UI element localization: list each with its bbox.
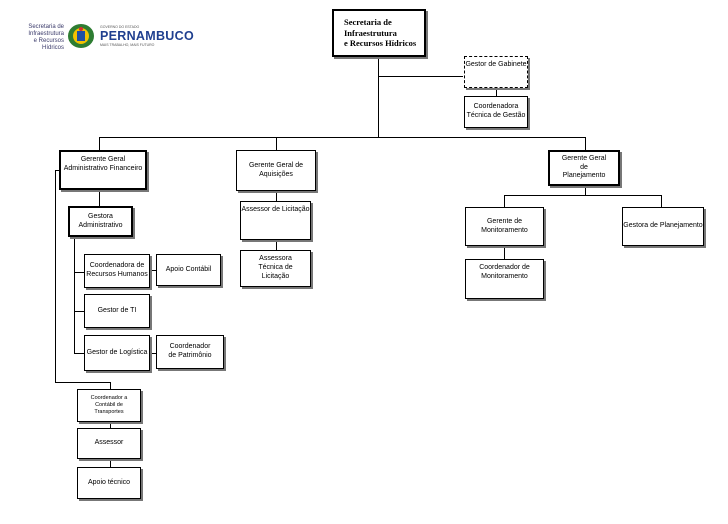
sirh-logo: Secretaria de Infraestrutura e Recursos …	[14, 24, 64, 52]
connector	[55, 170, 56, 382]
connector	[110, 459, 111, 467]
node-coord-tecnica-gestao: Coordenadora Técnica de Gestão	[464, 96, 528, 128]
node-label: Coordenador	[169, 343, 211, 351]
logo-brand-text: PERNAMBUCO	[100, 29, 194, 43]
connector	[110, 382, 111, 389]
node-label: de	[580, 163, 588, 171]
node-assessor: Assessor	[77, 428, 141, 459]
node-label: Técnica de	[258, 264, 293, 272]
node-assessor-licitacao: Assessor de Licitação	[240, 201, 311, 240]
connector	[276, 191, 277, 201]
connector	[150, 353, 156, 354]
node-label: Coordenador a	[90, 395, 128, 402]
node-apoio-contabil: Apoio Contábil	[156, 254, 221, 286]
node-gestor-ti: Gestor de TI	[84, 294, 150, 328]
connector	[585, 137, 586, 150]
node-gerente-monitoramento: Gerente de Monitoramento	[465, 207, 544, 246]
connector	[150, 270, 156, 271]
node-label: Licitação	[261, 272, 290, 280]
connector	[504, 195, 661, 196]
node-gestor-logistica: Gestor de Logística	[84, 335, 150, 371]
node-label: Assessor de Licitação	[241, 206, 310, 213]
node-label: Infraestrutura	[344, 27, 397, 38]
node-label: Coordenador de	[479, 264, 530, 271]
node-label: Gerente de	[486, 217, 523, 225]
node-coord-rh: Coordenadora de Recursos Humanos	[84, 254, 150, 288]
node-label: Gerente Geral	[80, 156, 126, 163]
node-gg-planejamento: Gerente Geral de Planejamento	[548, 150, 620, 186]
node-label: Monitoramento	[481, 226, 528, 234]
connector	[496, 88, 497, 96]
node-label: de Patrimônio	[168, 352, 212, 359]
node-label: Apoio Contábil	[165, 265, 212, 273]
node-label: Gerente Geral	[561, 154, 607, 162]
node-assessora-tecnica: Assessora Técnica de Licitação	[240, 250, 311, 287]
node-gg-aquisicoes: Gerente Geral de Aquisições	[236, 150, 316, 191]
logo-top-text: GOVERNO DO ESTADO	[100, 25, 140, 29]
connector	[55, 170, 60, 171]
connector	[99, 137, 100, 150]
node-label: Transportes	[94, 408, 124, 415]
node-label: Apoio técnico	[87, 478, 131, 486]
node-label: Secretaria de	[344, 17, 392, 28]
logo-line: e Recursos Hídricos	[33, 37, 64, 51]
node-gestora-planejamento: Gestora de Planejamento	[622, 207, 704, 246]
node-label: Planejamento	[562, 172, 606, 180]
node-apoio-tecnico: Apoio técnico	[77, 467, 141, 499]
connector	[74, 311, 84, 312]
node-gg-adm-fin: Gerente Geral Administrativo Financeiro	[59, 150, 147, 190]
node-label: Assessor	[94, 439, 124, 447]
node-label: Contábil de	[95, 402, 123, 409]
node-label: Gestora	[88, 212, 113, 220]
node-secretaria: Secretaria de Infraestrutura e Recursos …	[332, 9, 426, 57]
connector	[110, 422, 111, 428]
node-gestora-adm: Gestora Administrativo	[68, 206, 133, 237]
connector	[74, 353, 84, 354]
connector	[378, 57, 379, 137]
connector	[74, 272, 84, 273]
connector	[55, 382, 110, 383]
node-label: Gestor de Logística	[86, 348, 148, 356]
logo-sub-text: MAIS TRABALHO, MAIS FUTURO	[100, 43, 155, 47]
connector	[99, 137, 585, 138]
node-coord-patrimonio: Coordenador de Patrimônio	[156, 335, 224, 369]
node-label: Gestor de TI	[97, 306, 137, 314]
connector	[99, 190, 100, 206]
node-coord-monitoramento: Coordenador de Monitoramento	[465, 259, 544, 299]
connector	[504, 246, 505, 259]
connector	[74, 237, 75, 353]
logo-line: Infraestrutura	[28, 30, 64, 37]
connector	[276, 240, 277, 250]
node-label: Aquisições	[259, 170, 293, 178]
node-label: Coordenadora de	[89, 262, 145, 270]
node-label: Coordenadora	[473, 103, 519, 111]
node-label: Gerente Geral de	[248, 161, 304, 169]
connector	[585, 186, 586, 195]
node-label: Monitoramento	[481, 272, 528, 280]
connector	[661, 195, 662, 207]
node-label: Gestora de Planejamento	[623, 222, 703, 230]
connector	[378, 76, 463, 77]
connector	[504, 195, 505, 207]
node-label: Técnica de Gestão	[466, 112, 526, 119]
node-gestor-gabinete: Gestor de Gabinete	[464, 56, 528, 88]
node-label: Assessora	[259, 255, 292, 263]
connector	[276, 137, 277, 150]
logo-line: Secretaria de	[28, 24, 64, 30]
node-label: e Recursos Hídricos	[344, 38, 417, 49]
pernambuco-seal-icon	[66, 22, 96, 50]
node-coord-contabil-transportes: Coordenador a Contábil de Transportes	[77, 389, 141, 422]
node-label: Recursos Humanos	[86, 271, 148, 278]
node-label: Administrativo Financeiro	[63, 164, 143, 172]
node-label: Administrativo	[78, 221, 123, 229]
node-label: Gestor de Gabinete	[465, 61, 527, 68]
pernambuco-logo: GOVERNO DO ESTADO PERNAMBUCO MAIS TRABAL…	[100, 25, 194, 47]
